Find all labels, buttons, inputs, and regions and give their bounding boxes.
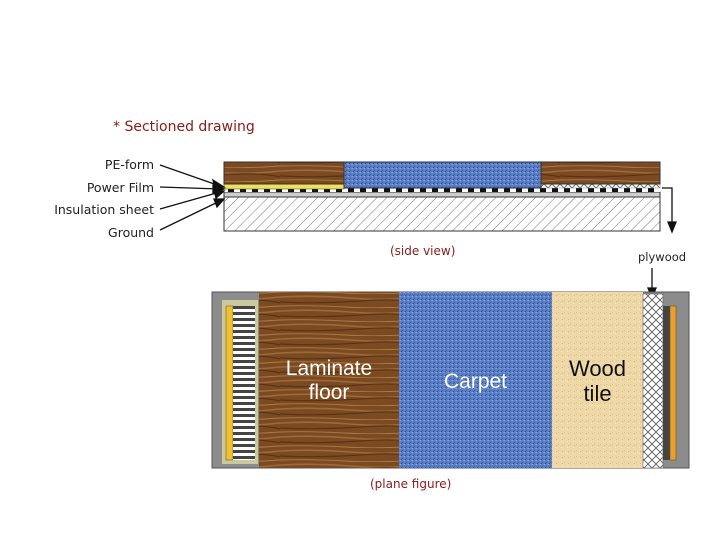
plane-figure <box>211 291 690 469</box>
label-insulation-sheet: Insulation sheet <box>54 202 154 217</box>
plywood-strip <box>642 293 664 469</box>
leader-arrows <box>159 164 677 234</box>
carpet-label: Carpet <box>399 370 552 394</box>
wood-tile-label: Wood tile <box>552 356 643 406</box>
left-heating-element <box>233 306 255 460</box>
side-view <box>223 161 661 232</box>
carpet-label-line1: Carpet <box>443 370 508 393</box>
wood-tile-label-line1: Wood <box>568 356 627 381</box>
ground-layer <box>223 196 661 232</box>
wood-tile-label-line2: tile <box>583 380 612 406</box>
label-power-film: Power Film <box>86 180 154 195</box>
wood-tile-section <box>540 161 661 185</box>
carpet-panel <box>399 292 552 468</box>
left-electrode-strip <box>225 305 234 461</box>
label-pe-form: PE-form <box>104 157 154 172</box>
wood-tile-panel <box>552 292 643 468</box>
plywood-label: plywood <box>638 250 687 264</box>
laminate-floor-section <box>223 161 345 185</box>
laminate-floor-label-line1: Laminate <box>285 357 373 380</box>
side-view-caption: (side view) <box>390 244 456 258</box>
label-ground: Ground <box>108 225 154 240</box>
right-electrode-strip <box>669 305 677 461</box>
right-heating-element <box>663 306 670 460</box>
power-film-layer <box>223 183 345 190</box>
pe-form-layer <box>540 183 661 189</box>
plane-figure-caption: (plane figure) <box>370 477 452 491</box>
laminate-floor-panel <box>259 292 399 468</box>
laminate-floor-label: Laminate floor <box>259 357 399 404</box>
carpet-section <box>343 161 542 189</box>
laminate-floor-label-line2: floor <box>308 380 350 404</box>
insulation-sheet-layer <box>223 191 661 198</box>
diagram-title: * Sectioned drawing <box>113 119 255 135</box>
power-film-heating-elements <box>224 188 660 192</box>
